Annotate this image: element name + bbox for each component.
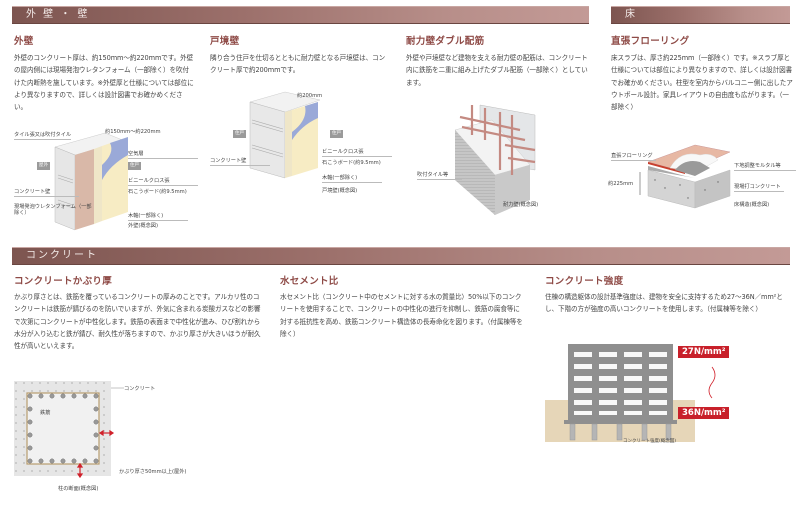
label-urethane: 現場発泡ウレタンフォーム（一部除く）	[14, 204, 92, 216]
label-concrete: コンクリート	[124, 386, 156, 392]
strength-caption: コンクリート強度(概念図)	[623, 439, 677, 444]
label-wood-frame: 木軸(一部除く)	[322, 174, 382, 183]
label-mortar: 下地調整モルタル等	[734, 162, 796, 171]
label-gypsum: 石こうボード(約9.5mm)	[322, 160, 381, 166]
flooring-illustration	[639, 144, 731, 209]
water-cement-body: 水セメント比（コンクリート中のセメントに対する水の質量比）50%以下のコンクリー…	[280, 293, 523, 338]
label-concrete-wall: コンクリート壁	[14, 188, 79, 197]
label-tile: 吹付タイル等	[417, 171, 462, 180]
flooring-title: 直張フローリング	[611, 36, 690, 47]
cover-thickness-body: かぶり厚さとは、鉄筋を覆っているコンクリートの厚みのことです。アルカリ性のコンク…	[14, 293, 261, 351]
exterior-wall-illustration	[54, 132, 128, 231]
label-thickness: 約200mm	[297, 93, 323, 99]
section-header-concrete: コンクリート	[12, 247, 790, 265]
exterior-wall-title: 外壁	[14, 36, 34, 47]
double-rebar-caption: 耐力壁(概念図)	[503, 202, 539, 208]
label-vinyl-cloth: ビニールクロス張	[128, 177, 198, 186]
label-wood-frame: 木軸(一部除く)	[128, 212, 188, 221]
strength-body: 住棟の構造躯体の設計基準強度は、建物を安全に支持するため27～36N／mm²とし…	[545, 293, 783, 314]
label-flooring: 直張フローリング	[611, 152, 656, 161]
label-tile: タイル張又は吹付タイル	[14, 132, 72, 140]
label-concrete: 現場打コンクリート	[734, 183, 784, 192]
flooring-body: 床スラブは、厚さ約225mm（一部除く）です。※スラブ厚と仕様については部位によ…	[611, 54, 793, 112]
section-header-walls: 外 壁 ・ 壁	[12, 6, 589, 24]
label-concrete-wall: コンクリート壁	[210, 157, 270, 166]
label-rebar: 鉄筋	[40, 410, 51, 416]
section-header-floor: 床	[611, 6, 790, 24]
strength-title: コンクリート強度	[545, 276, 624, 287]
strength-bottom-badge: 36N/mm²	[678, 407, 730, 419]
cover-thickness-caption: 柱の断面(概念図)	[58, 486, 99, 492]
double-rebar-title: 耐力壁ダブル配筋	[406, 36, 485, 47]
exterior-wall-body: 外壁のコンクリート厚は、約150mm～約220mmです。外壁の屋内側には現場発泡…	[14, 54, 194, 112]
label-thickness: 約225mm	[608, 181, 634, 187]
double-rebar-illustration	[454, 104, 536, 215]
label-gypsum: 石こうボード(約9.5mm)	[128, 189, 187, 195]
tag-outdoor: 屋外	[37, 162, 50, 170]
label-thickness: 約150mm～約220mm	[105, 129, 161, 135]
strength-top-badge: 27N/mm²	[678, 346, 730, 358]
party-wall-caption: 戸境壁(概念図)	[322, 188, 358, 194]
section-header-concrete-label: コンクリート	[26, 250, 98, 261]
cover-thickness-title: コンクリートかぶり厚	[14, 276, 113, 287]
tag-indoor: 住戸	[128, 162, 141, 170]
label-air-layer: 空気層	[128, 150, 198, 159]
party-wall-illustration	[249, 91, 321, 179]
flooring-caption: 床構造(概念図)	[734, 202, 770, 208]
double-rebar-body: 外壁や戸境壁など建物を支える耐力壁の配筋は、コンクリート内に鉄筋を二重に組み上げ…	[406, 54, 588, 87]
section-header-walls-label: 外 壁 ・ 壁	[26, 9, 90, 20]
tag-unit-left: 住戸	[233, 130, 246, 138]
party-wall-title: 戸境壁	[210, 36, 240, 47]
party-wall-body: 隣り合う住戸を仕切るとともに耐力壁となる戸境壁は、コンクリート厚で約200mmで…	[210, 54, 386, 75]
label-cover: かぶり厚さ50mm以上(屋外)	[119, 469, 187, 475]
building-illustration	[545, 344, 716, 442]
label-vinyl-cloth: ビニールクロス張	[322, 148, 392, 157]
section-header-floor-label: 床	[625, 9, 637, 20]
column-section-illustration	[14, 381, 124, 479]
exterior-wall-caption: 外壁(概念図)	[128, 223, 158, 229]
water-cement-title: 水セメント比	[280, 276, 339, 287]
tag-unit-right: 住戸	[330, 130, 343, 138]
